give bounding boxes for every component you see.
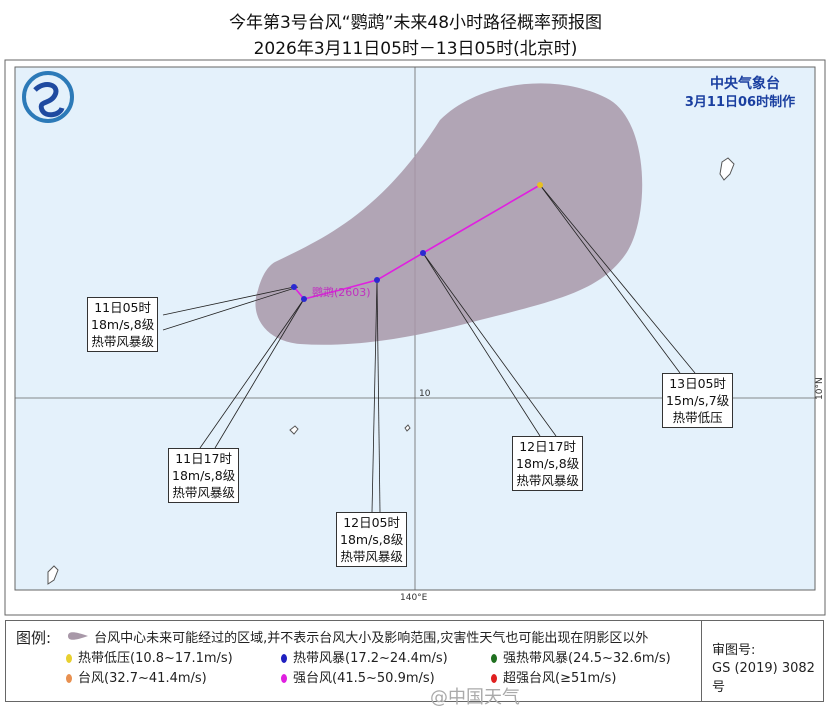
made-time: 3月11日06时制作 (685, 94, 795, 110)
lon-label: 140°E (400, 593, 428, 603)
lat-label: 10 (419, 389, 431, 399)
legend-item: 强台风(41.5~50.9m/s) (281, 671, 435, 687)
cone-icon (68, 632, 88, 640)
legend-cone: 台风中心未来可能经过的区域,并不表示台风大小及影响范围,灾害性天气也可能出现在阴… (66, 630, 648, 647)
island (47, 565, 59, 585)
track-point (291, 284, 297, 290)
agency-name: 中央气象台 (710, 75, 780, 92)
legend-item: 台风(32.7~41.4m/s) (66, 671, 207, 687)
watermark: @中国天气 (430, 687, 520, 708)
track-point (420, 250, 426, 256)
review-number: GS (2019) 3082号 (712, 661, 815, 695)
map-subtitle: 2026年3月11日05时－13日05时(北京时) (253, 39, 578, 59)
track-point (301, 296, 307, 302)
probability-cone (255, 83, 643, 345)
outer-frame (4, 59, 826, 616)
review-box: 审图号: GS (2019) 3082号 (701, 621, 824, 701)
review-label: 审图号: (712, 643, 756, 658)
island (404, 424, 411, 432)
legend-item: 超强台风(≥51m/s) (491, 671, 616, 687)
track-point (537, 182, 543, 188)
legend-item: 热带低压(10.8~17.1m/s) (66, 651, 233, 667)
typhoon-name-label: 鹦鹉(2603) (312, 285, 371, 299)
legend: 图例: 台风中心未来可能经过的区域,并不表示台风大小及影响范围,灾害性天气也可能… (5, 620, 824, 702)
island (719, 157, 735, 181)
map-title: 今年第3号台风“鹦鹉”未来48小时路径概率预报图 (228, 13, 603, 33)
lat-right-label: 10°N (815, 377, 825, 400)
leader-lines (162, 184, 696, 513)
legend-item: 热带风暴(17.2~24.4m/s) (281, 651, 448, 667)
track-point (374, 277, 380, 283)
island (289, 425, 299, 435)
cma-logo-icon (22, 71, 74, 123)
legend-title: 图例: (16, 629, 52, 647)
legend-item: 强热带风暴(24.5~32.6m/s) (491, 651, 671, 667)
